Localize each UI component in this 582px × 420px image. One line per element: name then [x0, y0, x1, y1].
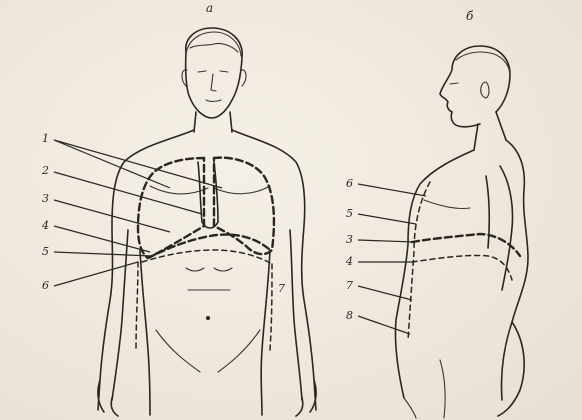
front-leader-4 — [54, 226, 150, 252]
side-label-7: 7 — [346, 279, 353, 292]
side-leader-8 — [358, 316, 410, 334]
side-label-8: 8 — [346, 309, 353, 322]
front-neck — [194, 112, 232, 132]
side-ear — [481, 82, 489, 98]
front-label-5: 5 — [42, 245, 49, 258]
side-leader-6 — [358, 184, 426, 196]
side-hair — [456, 52, 510, 76]
side-eye — [450, 83, 458, 84]
front-mouth — [206, 100, 221, 102]
side-head-outline — [440, 46, 510, 127]
side-neck — [474, 112, 506, 150]
front-hand-right — [296, 380, 316, 416]
front-navel — [206, 316, 210, 320]
front-heart — [198, 162, 218, 228]
front-leader-1a — [54, 140, 170, 188]
front-torso-left — [98, 130, 194, 410]
side-leader-7 — [358, 286, 412, 300]
side-label-3: 3 — [346, 233, 353, 246]
front-ear-right — [241, 70, 246, 86]
front-label-3: 3 — [42, 192, 49, 205]
front-label-6: 6 — [42, 279, 49, 292]
side-figure: 6 5 3 4 7 8 б — [345, 9, 528, 418]
front-line-6 — [136, 262, 138, 350]
front-head-outline — [186, 28, 243, 118]
side-leader-3 — [358, 240, 414, 242]
side-label-6: 6 — [346, 177, 353, 190]
front-label-2: 2 — [41, 164, 49, 177]
front-abs — [186, 268, 232, 290]
side-lower-border-4 — [412, 255, 512, 280]
front-eyes — [198, 71, 228, 72]
side-panel-letter: б — [466, 9, 474, 23]
side-label-4: 4 — [345, 255, 353, 268]
front-panel-letter: a — [206, 1, 213, 15]
side-leg-front — [404, 360, 445, 418]
front-nose — [211, 74, 216, 91]
side-pec — [424, 200, 470, 209]
side-leader-5 — [358, 214, 416, 224]
front-lower-border-4 — [148, 235, 270, 258]
front-waist — [140, 250, 270, 415]
front-arm-right-inner — [290, 230, 302, 400]
front-leader-5 — [54, 252, 152, 256]
side-lower-border-3 — [412, 234, 520, 256]
front-line-7 — [270, 264, 272, 350]
front-hand-left — [98, 380, 118, 416]
front-figure: 1 2 3 4 5 6 7 a — [41, 1, 316, 416]
front-lung-right — [214, 158, 274, 254]
side-label-5: 5 — [346, 207, 353, 220]
front-leader-1b — [54, 140, 222, 188]
front-label-7: 7 — [278, 282, 285, 295]
front-label-1: 1 — [42, 132, 49, 145]
side-chest-front — [395, 150, 474, 398]
front-label-4: 4 — [41, 219, 49, 232]
front-leader-2 — [54, 172, 202, 214]
front-iliac-lines — [156, 330, 260, 372]
front-torso-right — [232, 130, 316, 410]
